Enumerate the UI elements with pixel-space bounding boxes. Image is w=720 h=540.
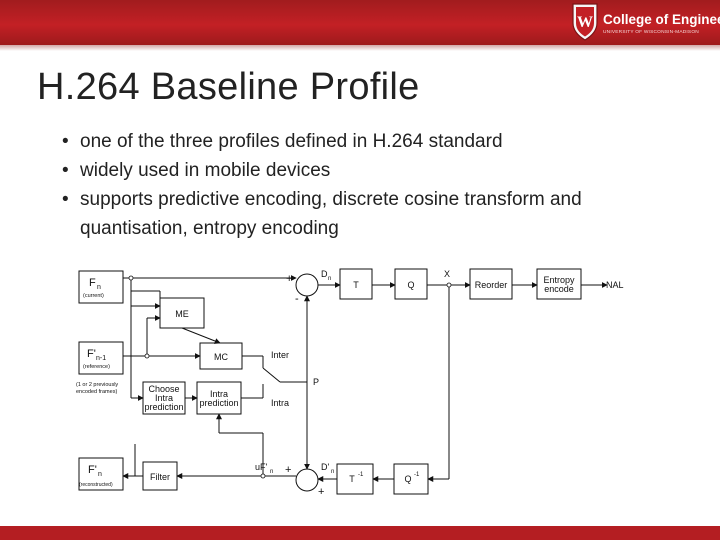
- t-inverse-block: [336, 463, 374, 495]
- bullet-text: one of the three profiles defined in H.2…: [80, 131, 503, 152]
- bullet-dot: •: [62, 131, 69, 152]
- bullet-dot: •: [62, 160, 69, 181]
- bullet-list: • one of the three profiles defined in H.…: [62, 127, 582, 243]
- me-label: ME: [175, 309, 189, 319]
- choose-label-2: Intra: [155, 393, 173, 403]
- reference-note-line-2: encoded frames): [76, 389, 117, 395]
- bullet-dot: •: [62, 189, 69, 210]
- brand-name: College of Engineering: [603, 12, 720, 27]
- intra-label-1: Intra: [210, 389, 228, 399]
- intra-label-2: prediction: [199, 398, 238, 408]
- dn-prime-label: D': [321, 462, 329, 472]
- filter-label: Filter: [150, 472, 170, 482]
- reference-frame-note: (reference): [83, 364, 110, 370]
- current-frame-label: F: [89, 277, 96, 289]
- reference-frame-label: F': [87, 348, 96, 360]
- choose-label-1: Choose: [148, 384, 179, 394]
- x-label: X: [444, 269, 450, 279]
- entropy-label-1: Entropy: [543, 275, 575, 285]
- t-inverse-superscript: -1: [358, 472, 364, 478]
- reconstructed-frame-subscript: n: [98, 471, 102, 478]
- q-label: Q: [407, 280, 414, 290]
- h264-encoder-diagram: F n (current) F' n-1 (reference) (1 or 2…: [76, 268, 624, 498]
- plus-sign-bottom-right: +: [318, 486, 324, 498]
- t-inverse-label: T: [349, 474, 355, 484]
- q-inverse-superscript: -1: [414, 472, 420, 478]
- current-frame-note: (current): [83, 293, 104, 299]
- bullet-text: supports predictive encoding, discrete c…: [80, 189, 582, 210]
- uf-label: uF': [255, 462, 268, 472]
- mc-label: MC: [214, 352, 228, 362]
- minus-sign-top: -: [295, 293, 299, 305]
- dn-label: D: [321, 269, 328, 279]
- current-frame-box: [78, 270, 124, 304]
- intra-switch-label: Intra: [271, 398, 289, 408]
- t-label: T: [353, 280, 359, 290]
- bullet-item: • supports predictive encoding, discrete …: [62, 185, 582, 214]
- reconstructed-frame-note: (reconstructed): [79, 482, 113, 488]
- plus-sign-bottom-left: +: [285, 464, 291, 476]
- footer-band: [0, 526, 720, 540]
- reference-note-line-1: (1 or 2 previously: [76, 382, 118, 388]
- brand-subtitle: UNIVERSITY OF WISCONSIN-MADISON: [603, 30, 699, 35]
- reference-frame-box: [78, 341, 124, 375]
- dn-subscript: n: [328, 276, 331, 282]
- dn-prime-subscript: n: [331, 469, 334, 475]
- choose-label-3: prediction: [144, 402, 183, 412]
- header-band: W College of Engineering UNIVERSITY OF W…: [0, 0, 720, 51]
- plus-sign-top: +: [286, 273, 292, 285]
- bullet-item: • widely used in mobile devices: [62, 156, 582, 185]
- reorder-label: Reorder: [475, 280, 508, 290]
- reference-frame-subscript: n-1: [96, 355, 106, 362]
- p-label: P: [313, 377, 319, 387]
- slide-title: H.264 Baseline Profile: [37, 66, 420, 108]
- bullet-text: quantisation, entropy encoding: [80, 218, 339, 239]
- bullet-text: widely used in mobile devices: [80, 160, 331, 181]
- inter-label: Inter: [271, 350, 289, 360]
- reconstructed-frame-label: F': [88, 464, 97, 476]
- bullet-item-continued: quantisation, entropy encoding: [62, 214, 582, 243]
- current-frame-subscript: n: [97, 284, 101, 291]
- q-inverse-label: Q: [404, 474, 411, 484]
- entropy-label-2: encode: [544, 284, 574, 294]
- svg-text:W: W: [577, 14, 593, 31]
- uf-subscript: n: [270, 469, 273, 475]
- university-crest-logo: W: [572, 3, 598, 41]
- nal-label: NAL: [606, 280, 624, 290]
- add-junction: [295, 468, 319, 492]
- bullet-item: • one of the three profiles defined in H.…: [62, 127, 582, 156]
- subtract-junction: [295, 273, 319, 297]
